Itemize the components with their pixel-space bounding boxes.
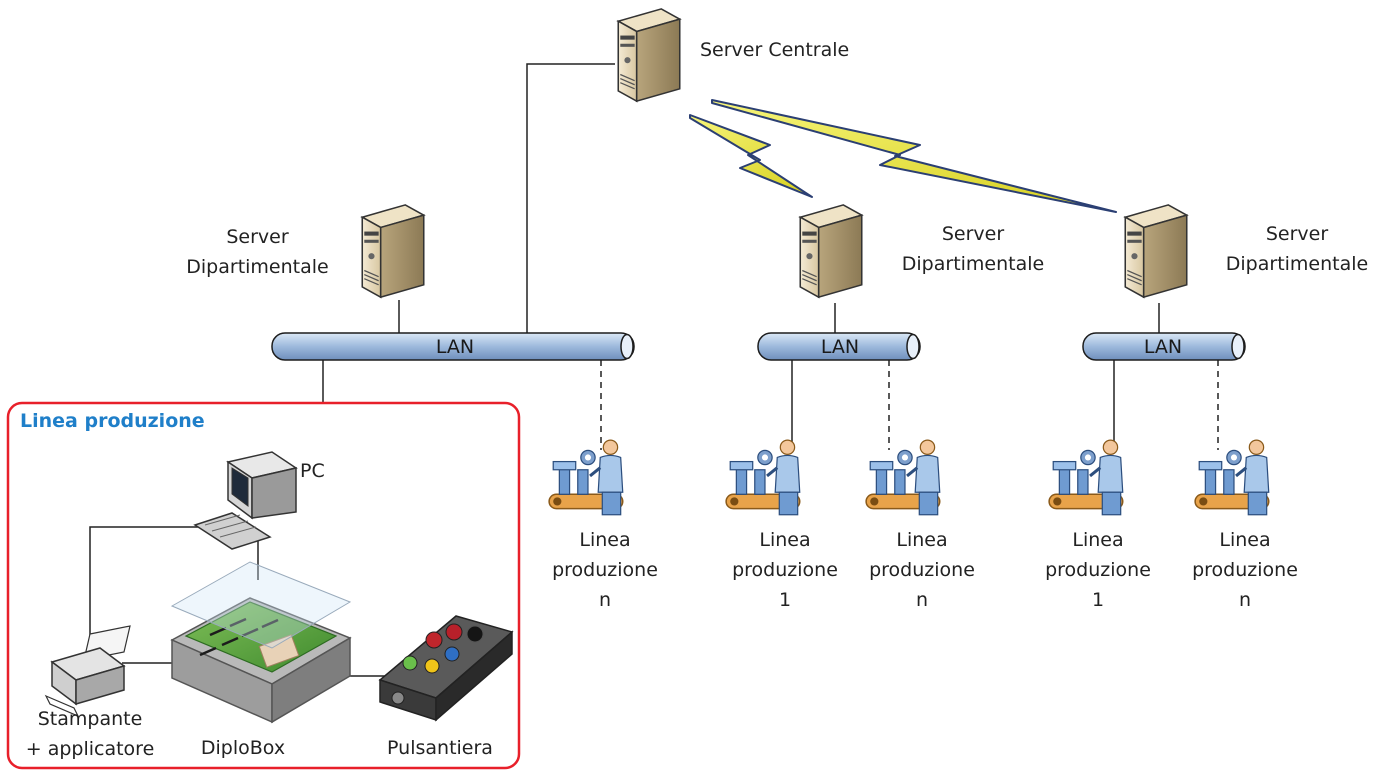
lan-label-1: LAN [435, 336, 475, 358]
printer-icon [44, 625, 131, 718]
link-central-to-lan1 [526, 63, 615, 333]
diplobox-label: DiploBox [200, 737, 286, 759]
printer-label: Stampante + applicatore [25, 708, 155, 760]
line-label-5: Linea produzione n [1192, 529, 1298, 611]
lan-label-3: LAN [1143, 336, 1183, 358]
production-line-icon [724, 438, 802, 517]
production-line-icon [1193, 438, 1271, 517]
production-line-icon [547, 438, 625, 517]
pc-label: PC [300, 460, 325, 482]
pc-icon [193, 451, 298, 550]
line-label-2: Linea produzione 1 [732, 529, 838, 611]
line-label-1: Linea produzione n [552, 529, 658, 611]
production-line-box [6, 401, 521, 770]
central-server-label: Server Centrale [700, 39, 850, 61]
dept-server-1-icon [361, 204, 425, 298]
wireless-link-dept2 [689, 114, 813, 198]
production-line-icon [1047, 438, 1125, 517]
dept-server-3-icon [1124, 204, 1188, 298]
dashed-connections [600, 360, 1219, 450]
dept-server-2-label: Server Dipartimentale [901, 223, 1045, 275]
production-box-title: Linea produzione [20, 410, 205, 432]
dept-server-3-label: Server Dipartimentale [1225, 223, 1369, 275]
pulsantiera-icon [378, 615, 514, 722]
pulsantiera-label: Pulsantiera [387, 737, 493, 759]
lan-pipe-1 [271, 332, 635, 361]
wireless-link-dept3 [711, 99, 1117, 213]
diplobox-icon [170, 561, 352, 724]
lan-pipe-2 [757, 332, 921, 361]
central-server-icon [617, 8, 681, 102]
lan-pipe-3 [1082, 332, 1246, 361]
dept-server-1-label: Server Dipartimentale [186, 226, 329, 278]
line-label-3: Linea produzione n [869, 529, 975, 611]
lan-label-2: LAN [820, 336, 860, 358]
production-line-icon [864, 438, 942, 517]
connections [322, 63, 1160, 450]
dept-server-2-icon [799, 204, 863, 298]
line-label-4: Linea produzione 1 [1045, 529, 1151, 611]
